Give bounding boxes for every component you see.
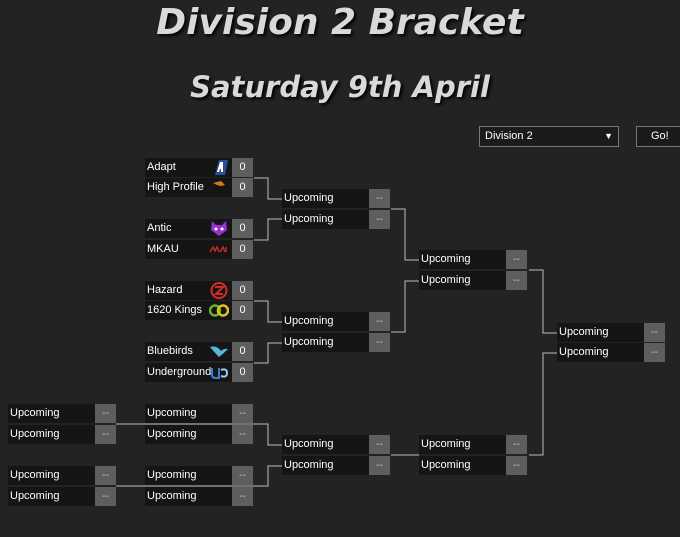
go-button[interactable]: Go! (636, 126, 680, 147)
page-subtitle: Saturday 9th April (190, 70, 490, 104)
adapt-logo-icon (215, 160, 228, 175)
division-select[interactable]: Division 2 ▼ (479, 126, 619, 147)
hazard-logo-icon (210, 282, 228, 299)
mkau-logo-icon (209, 245, 227, 253)
bluebirds-logo-icon (210, 346, 228, 357)
page-title: Division 2 Bracket (156, 2, 524, 43)
high-profile-logo-icon (213, 181, 225, 186)
chevron-down-icon: ▼ (604, 131, 613, 141)
antic-logo-icon (211, 221, 227, 236)
division-select-value: Division 2 (485, 130, 533, 142)
1620-kings-logo-icon (209, 304, 229, 317)
underground-logo-icon (211, 368, 229, 379)
